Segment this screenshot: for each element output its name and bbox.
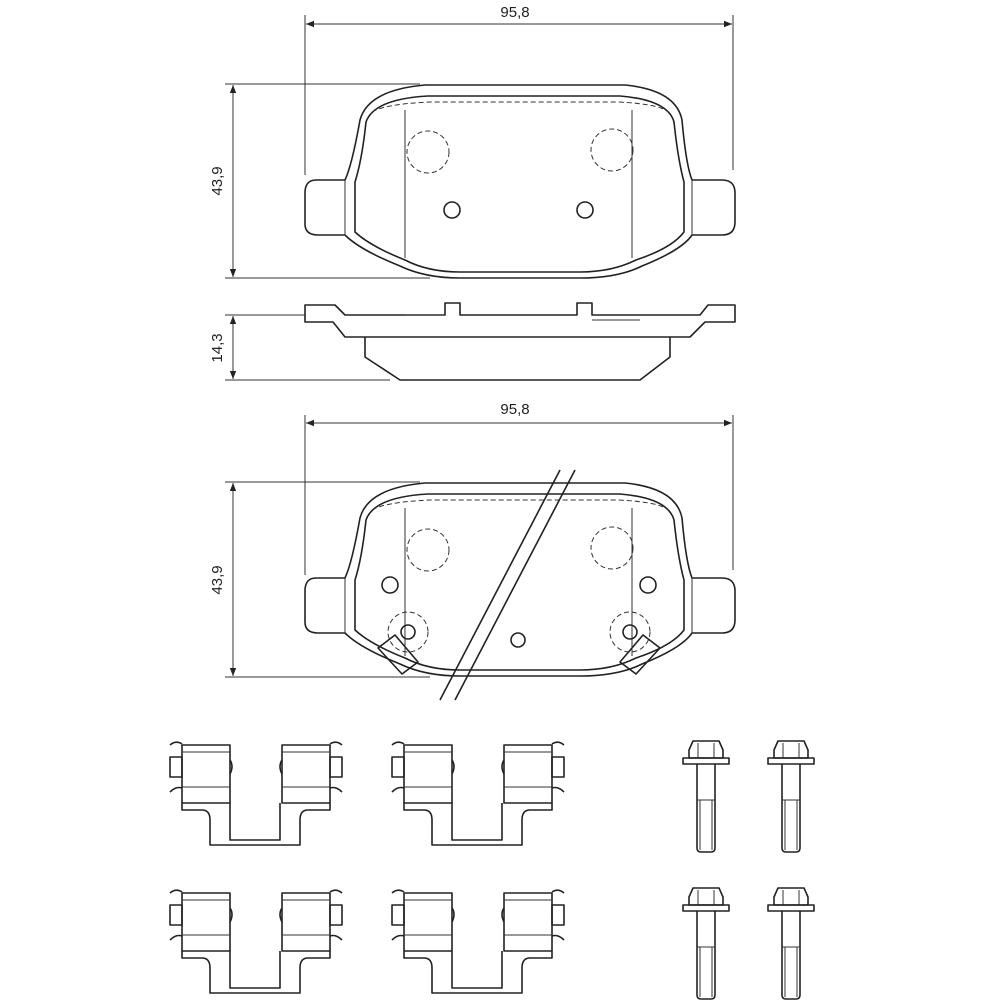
dimension-width-bottom: 95,8 xyxy=(304,401,734,575)
flange-bolt xyxy=(682,887,730,1000)
brake-pad-front-view xyxy=(304,84,736,279)
flange-bolt xyxy=(682,740,730,853)
dimension-height-bottom: 43,9 xyxy=(209,481,430,678)
height-label-bottom: 43,9 xyxy=(209,565,226,594)
thickness-label: 14,3 xyxy=(209,333,226,362)
retaining-clip xyxy=(391,889,565,994)
flange-bolt xyxy=(767,887,815,1000)
flange-bolt xyxy=(767,740,815,853)
width-label-bottom: 95,8 xyxy=(500,401,529,418)
brake-pad-with-sensor xyxy=(304,469,736,701)
dimension-width-top: 95,8 xyxy=(304,4,734,175)
dimension-height-top: 43,9 xyxy=(209,83,430,279)
width-label-top: 95,8 xyxy=(500,4,529,21)
wear-sensor-wire xyxy=(439,469,576,701)
height-label-top: 43,9 xyxy=(209,166,226,195)
retaining-clip xyxy=(169,889,343,994)
brake-pad-side-view xyxy=(304,302,736,381)
dimension-thickness: 14,3 xyxy=(209,314,390,381)
retaining-clip xyxy=(391,741,565,846)
retaining-clip xyxy=(169,741,343,846)
